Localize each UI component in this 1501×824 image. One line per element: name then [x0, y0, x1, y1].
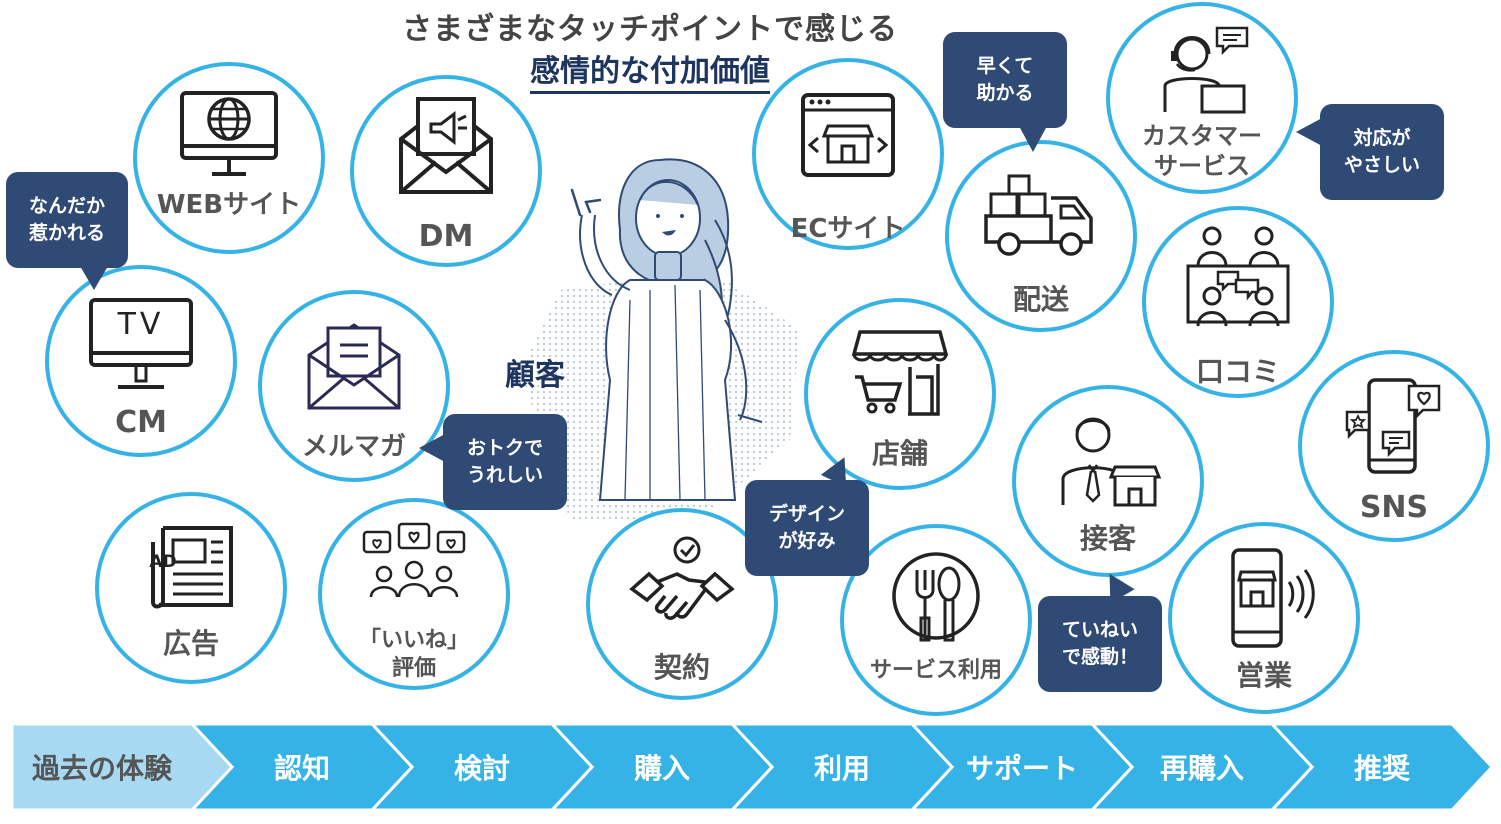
bubble-teinei: ていねいで感動！ [1038, 566, 1162, 692]
touchpoint-label: 契約 [653, 651, 710, 684]
envelope-icon [307, 323, 401, 410]
likes-people-icon [362, 522, 466, 598]
touchpoint-mail-magazine: メルマガ [258, 290, 450, 482]
timeline-stage-label: 認知 [273, 752, 330, 785]
touchpoint-label: 営業 [1235, 659, 1292, 692]
timeline-stage-label: サポート [965, 752, 1078, 785]
touchpoint-label: 広告 [162, 627, 219, 660]
touchpoint-service-use: サービス利用 [840, 524, 1032, 716]
bubble-taio: 対応がやさしい [1296, 104, 1444, 200]
timeline-stage-arrow [10, 722, 235, 812]
touchpoint-sales: 営業 [1168, 522, 1360, 714]
touchpoint-label: DM [418, 219, 474, 254]
timeline-stage-label: 検討 [453, 752, 510, 785]
customer-illustration [500, 120, 830, 520]
touchpoint-advertising: AD 広告 [95, 492, 287, 684]
touchpoint-dm: DM [350, 75, 542, 267]
touchpoint-word-of-mouth: 口コミ [1142, 206, 1334, 398]
touchpoint-like-rating: 「いいね」 評価 [318, 498, 510, 690]
touchpoint-customer-service-staff: 接客 [1012, 385, 1204, 577]
ec-store-window-icon [801, 93, 895, 177]
meeting-people-icon [1186, 226, 1290, 327]
delivery-truck-icon [984, 174, 1093, 256]
touchpoint-label: WEBサイト [156, 190, 302, 220]
touchpoint-label-line1: カスタマー [1142, 122, 1262, 150]
touchpoint-web-site: WEBサイト [133, 62, 325, 254]
touchpoint-label: メルマガ [301, 432, 406, 462]
monitor-globe-icon [180, 91, 278, 176]
timeline-stage-label: 購入 [633, 752, 690, 785]
touchpoint-customer-service: カスタマー サービス [1106, 2, 1298, 194]
touchpoint-label: 配送 [1012, 283, 1069, 316]
store-cart-icon [851, 330, 949, 416]
touchpoint-ec-site: ECサイト [752, 58, 944, 250]
touchpoint-label: SNS [1359, 490, 1429, 525]
touchpoint-sns: SNS [1298, 350, 1490, 542]
touchpoint-store: 店舗 [804, 298, 996, 490]
touchpoint-label-line2: 評価 [391, 656, 436, 681]
timeline-stage-label: 過去の体験 [31, 752, 172, 785]
touchpoint-label-line2: サービス [1154, 152, 1250, 180]
bubble-hayakute: 早くて助かる [943, 32, 1067, 152]
touchpoint-label: 接客 [1079, 522, 1136, 555]
timeline-stage-label: 再購入 [1159, 752, 1244, 785]
touchpoint-label: 口コミ [1195, 355, 1280, 388]
timeline-stage-label: 利用 [813, 752, 870, 785]
touchpoint-delivery: 配送 [945, 140, 1137, 332]
smartphone-social-icon [1345, 378, 1441, 474]
touchpoint-label: ECサイト [790, 214, 906, 244]
timeline-arrows [10, 722, 1495, 812]
handshake-icon [629, 536, 735, 620]
bubble-otoku: おトクでうれしい [419, 414, 567, 510]
customer-figure-icon [520, 158, 800, 520]
headset-operator-icon [1163, 26, 1249, 114]
mail-megaphone-icon [399, 97, 493, 194]
title-line-2: 感情的な付加価値 [320, 46, 980, 94]
touchpoint-label: CM [115, 405, 167, 440]
ad-icon-text: AD [149, 552, 177, 572]
mobile-store-icon [1231, 548, 1315, 648]
touchpoint-label-line1: 「いいね」 [358, 628, 469, 653]
tv-icon [89, 298, 193, 389]
newspaper-ad-icon [151, 526, 233, 609]
bubble-nandaka: なんだか惹かれる [6, 172, 128, 290]
customer-journey-timeline: 過去の体験 認知 検討 購入 利用 サポート 再購入 推奨 [10, 722, 1495, 812]
title-line-1: さまざまなタッチポイントで感じる [402, 12, 898, 47]
fork-spoon-icon [892, 552, 980, 642]
touchpoint-cm: TV CM [45, 265, 237, 457]
tv-icon-text: TV [117, 307, 165, 342]
shop-staff-icon [1061, 417, 1162, 507]
bubble-design: デザインが好み [745, 451, 869, 576]
customer-label: 顧客 [505, 358, 565, 393]
touchpoint-label: 店舗 [871, 437, 928, 470]
timeline-stage-label: 推奨 [1353, 752, 1410, 785]
touchpoint-label: サービス利用 [869, 658, 1002, 683]
